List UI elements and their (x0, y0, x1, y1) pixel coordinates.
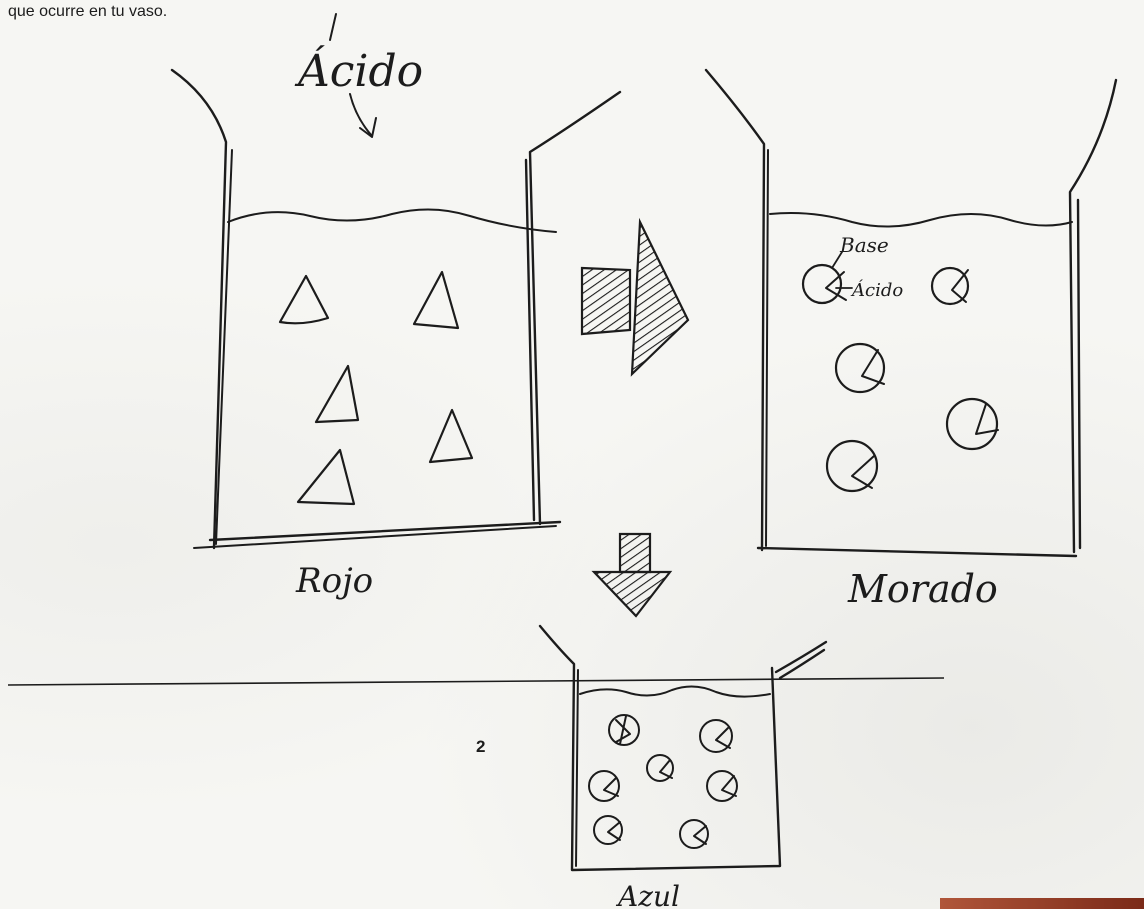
right-liquid-surface (770, 213, 1072, 227)
left-beaker-label: Rojo (295, 561, 373, 601)
transition-arrow-down (594, 534, 670, 616)
acid-particle (430, 410, 472, 462)
neutralized-particle (836, 344, 884, 392)
acid-particle (414, 272, 458, 328)
neutralized-particle (707, 771, 737, 801)
neutralized-particle (827, 441, 877, 491)
paper-edge-stain (940, 898, 1144, 909)
acid-label: Ácido (294, 44, 423, 97)
neutralized-particle (680, 820, 708, 848)
neutralized-particle (589, 771, 619, 801)
acid-particle (316, 366, 358, 422)
neutralized-particle (609, 715, 639, 745)
base-annotation: Base (839, 233, 889, 257)
neutralized-particle (700, 720, 732, 752)
acid-particle (280, 276, 328, 323)
acid-pour-annotation: Ácido (294, 14, 423, 137)
page-divider (8, 678, 944, 685)
acid-annotation: Ácido (850, 278, 903, 301)
right-beaker: Base Ácido Morado (706, 70, 1116, 611)
neutralized-particle (647, 755, 673, 781)
instruction-text: que ocurre en tu vaso. (8, 3, 167, 20)
right-beaker-label: Morado (847, 567, 998, 611)
bottom-liquid-surface (580, 686, 770, 696)
neutralized-particle (803, 265, 846, 303)
transition-arrow-right (582, 222, 688, 374)
neutralized-particle (932, 268, 968, 304)
page-number: 2 (476, 737, 485, 756)
bottom-beaker-label: Azul (615, 880, 680, 909)
left-beaker: Rojo (172, 70, 620, 601)
neutralized-particle (594, 816, 622, 844)
neutralized-particle (947, 399, 998, 449)
acid-particle (298, 450, 354, 504)
acid-pour-arrow (350, 94, 376, 137)
bottom-beaker: Azul (540, 626, 826, 909)
left-liquid-surface (228, 209, 556, 232)
